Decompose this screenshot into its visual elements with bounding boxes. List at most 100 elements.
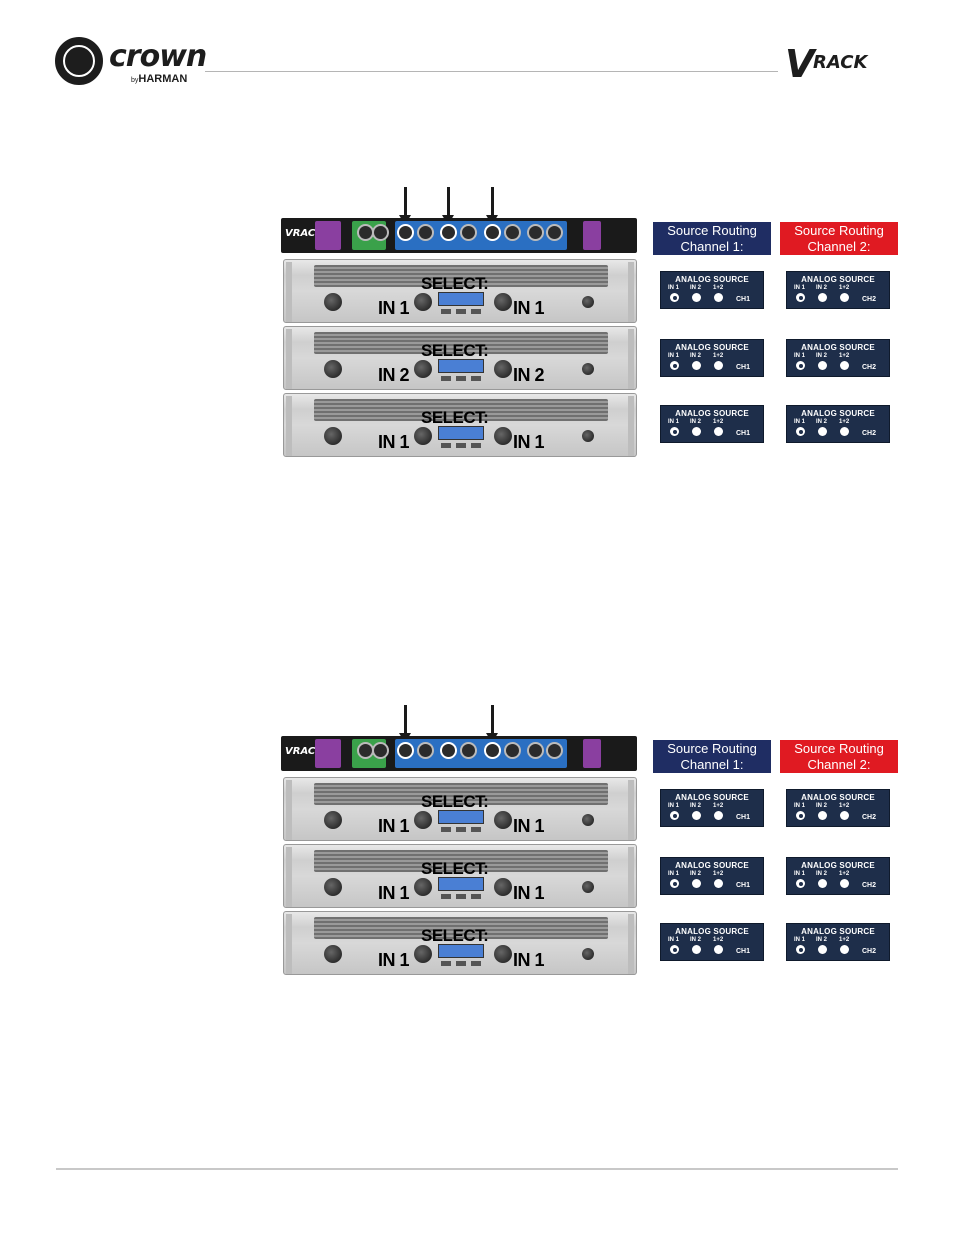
source-radio-in1[interactable] [670, 361, 679, 370]
source-radio-sum[interactable] [840, 879, 849, 888]
source-option: 1+2 [839, 285, 850, 291]
select-label: SELECT: [421, 341, 489, 360]
analog-source-title: ANALOG SOURCE [801, 409, 875, 418]
source-radio-in1[interactable] [670, 811, 679, 820]
source-radio-in2[interactable] [818, 293, 827, 302]
analog-source-panel-ch1: ANALOG SOURCE IN 1 IN 2 1+2 CH1 [660, 271, 764, 309]
source-radio-in2[interactable] [818, 945, 827, 954]
channel-label: CH2 [862, 364, 877, 371]
input-arrow [399, 187, 411, 225]
source-option: 1+2 [839, 353, 850, 359]
analog-source-title: ANALOG SOURCE [675, 861, 749, 870]
source-radio-in1[interactable] [670, 427, 679, 436]
source-option: IN 2 [816, 353, 828, 359]
channel-label: CH1 [736, 948, 751, 955]
source-radio-sum[interactable] [714, 293, 723, 302]
source-radio-in1[interactable] [796, 879, 805, 888]
source-radio-in2[interactable] [692, 945, 701, 954]
source-option: IN 1 [668, 353, 680, 359]
source-option: 1+2 [839, 803, 850, 809]
xlr-jack [484, 224, 501, 241]
source-radio-in2[interactable] [818, 879, 827, 888]
source-option: 1+2 [839, 871, 850, 877]
routing-header-ch1: Source Routing Channel 1: [653, 740, 771, 773]
source-radio-in1[interactable] [670, 293, 679, 302]
source-radio-in2[interactable] [818, 427, 827, 436]
source-radio-in2[interactable] [692, 879, 701, 888]
source-radio-sum[interactable] [840, 811, 849, 820]
ch2-input-label: IN 2 [513, 365, 545, 385]
amplifier: SELECT: IN 2 IN 2 [283, 326, 637, 390]
vrack-card: VRACK [281, 218, 637, 253]
xlr-jack [460, 742, 477, 759]
level-knob [414, 427, 432, 445]
xlr-jack [417, 742, 434, 759]
level-knob [494, 878, 512, 896]
analog-source-panel-ch1: ANALOG SOURCE IN 1 IN 2 1+2 CH1 [660, 923, 764, 961]
source-radio-sum[interactable] [714, 361, 723, 370]
source-radio-in1[interactable] [796, 427, 805, 436]
analog-source-panel-ch1: ANALOG SOURCE IN 1 IN 2 1+2 CH1 [660, 857, 764, 895]
source-option: IN 1 [668, 871, 680, 877]
source-option: IN 1 [668, 285, 680, 291]
amp-vent [314, 917, 608, 939]
select-label: SELECT: [421, 274, 489, 293]
xlr-jack [372, 224, 389, 241]
source-radio-sum[interactable] [840, 293, 849, 302]
source-radio-sum[interactable] [714, 945, 723, 954]
xlr-jack [527, 742, 544, 759]
source-radio-in1[interactable] [796, 945, 805, 954]
source-radio-in2[interactable] [818, 811, 827, 820]
source-radio-in1[interactable] [796, 811, 805, 820]
ch1-input-label: IN 1 [378, 432, 410, 452]
source-radio-sum[interactable] [714, 811, 723, 820]
xlr-jack [397, 224, 414, 241]
vrack-word: RACK [813, 52, 868, 73]
select-label: SELECT: [421, 408, 489, 427]
source-radio-in2[interactable] [818, 361, 827, 370]
source-radio-in1[interactable] [670, 945, 679, 954]
source-radio-sum[interactable] [840, 427, 849, 436]
level-knob [324, 878, 342, 896]
source-radio-in1[interactable] [670, 879, 679, 888]
xlr-jack [460, 224, 477, 241]
crown-wordmark: crown [109, 39, 207, 74]
source-option: IN 2 [690, 803, 702, 809]
source-radio-in1[interactable] [796, 361, 805, 370]
source-radio-sum[interactable] [714, 427, 723, 436]
source-radio-sum[interactable] [840, 361, 849, 370]
level-knob [494, 293, 512, 311]
source-radio-in2[interactable] [692, 811, 701, 820]
ch2-input-label: IN 1 [513, 816, 545, 836]
network-port [583, 221, 601, 250]
source-option: 1+2 [713, 937, 724, 943]
source-option: 1+2 [839, 419, 850, 425]
source-option: 1+2 [713, 285, 724, 291]
source-radio-sum[interactable] [840, 945, 849, 954]
level-knob [324, 293, 342, 311]
source-radio-sum[interactable] [714, 879, 723, 888]
routing-header-ch2: Source Routing Channel 2: [780, 740, 898, 773]
source-radio-in2[interactable] [692, 293, 701, 302]
source-radio-in2[interactable] [692, 427, 701, 436]
amplifier: SELECT: IN 1 IN 1 [283, 777, 637, 841]
ch2-input-label: IN 1 [513, 950, 545, 970]
xlr-jack [440, 224, 457, 241]
ch2-input-label: IN 1 [513, 298, 545, 318]
crown-logo: crown byHARMAN [55, 37, 207, 87]
ch1-input-label: IN 1 [378, 950, 410, 970]
ch1-input-label: IN 2 [378, 365, 410, 385]
level-knob [494, 945, 512, 963]
analog-source-panel-ch1: ANALOG SOURCE IN 1 IN 2 1+2 CH1 [660, 405, 764, 443]
xlr-jack [527, 224, 544, 241]
source-radio-in2[interactable] [692, 361, 701, 370]
source-option: 1+2 [713, 353, 724, 359]
header-rule [205, 71, 778, 72]
source-radio-in1[interactable] [796, 293, 805, 302]
analog-source-title: ANALOG SOURCE [801, 275, 875, 284]
analog-source-title: ANALOG SOURCE [801, 793, 875, 802]
amplifier: SELECT: IN 1 IN 1 [283, 911, 637, 975]
xlr-jack [546, 224, 563, 241]
card-logo: VRACK [285, 228, 323, 239]
ch2-input-label: IN 1 [513, 883, 545, 903]
